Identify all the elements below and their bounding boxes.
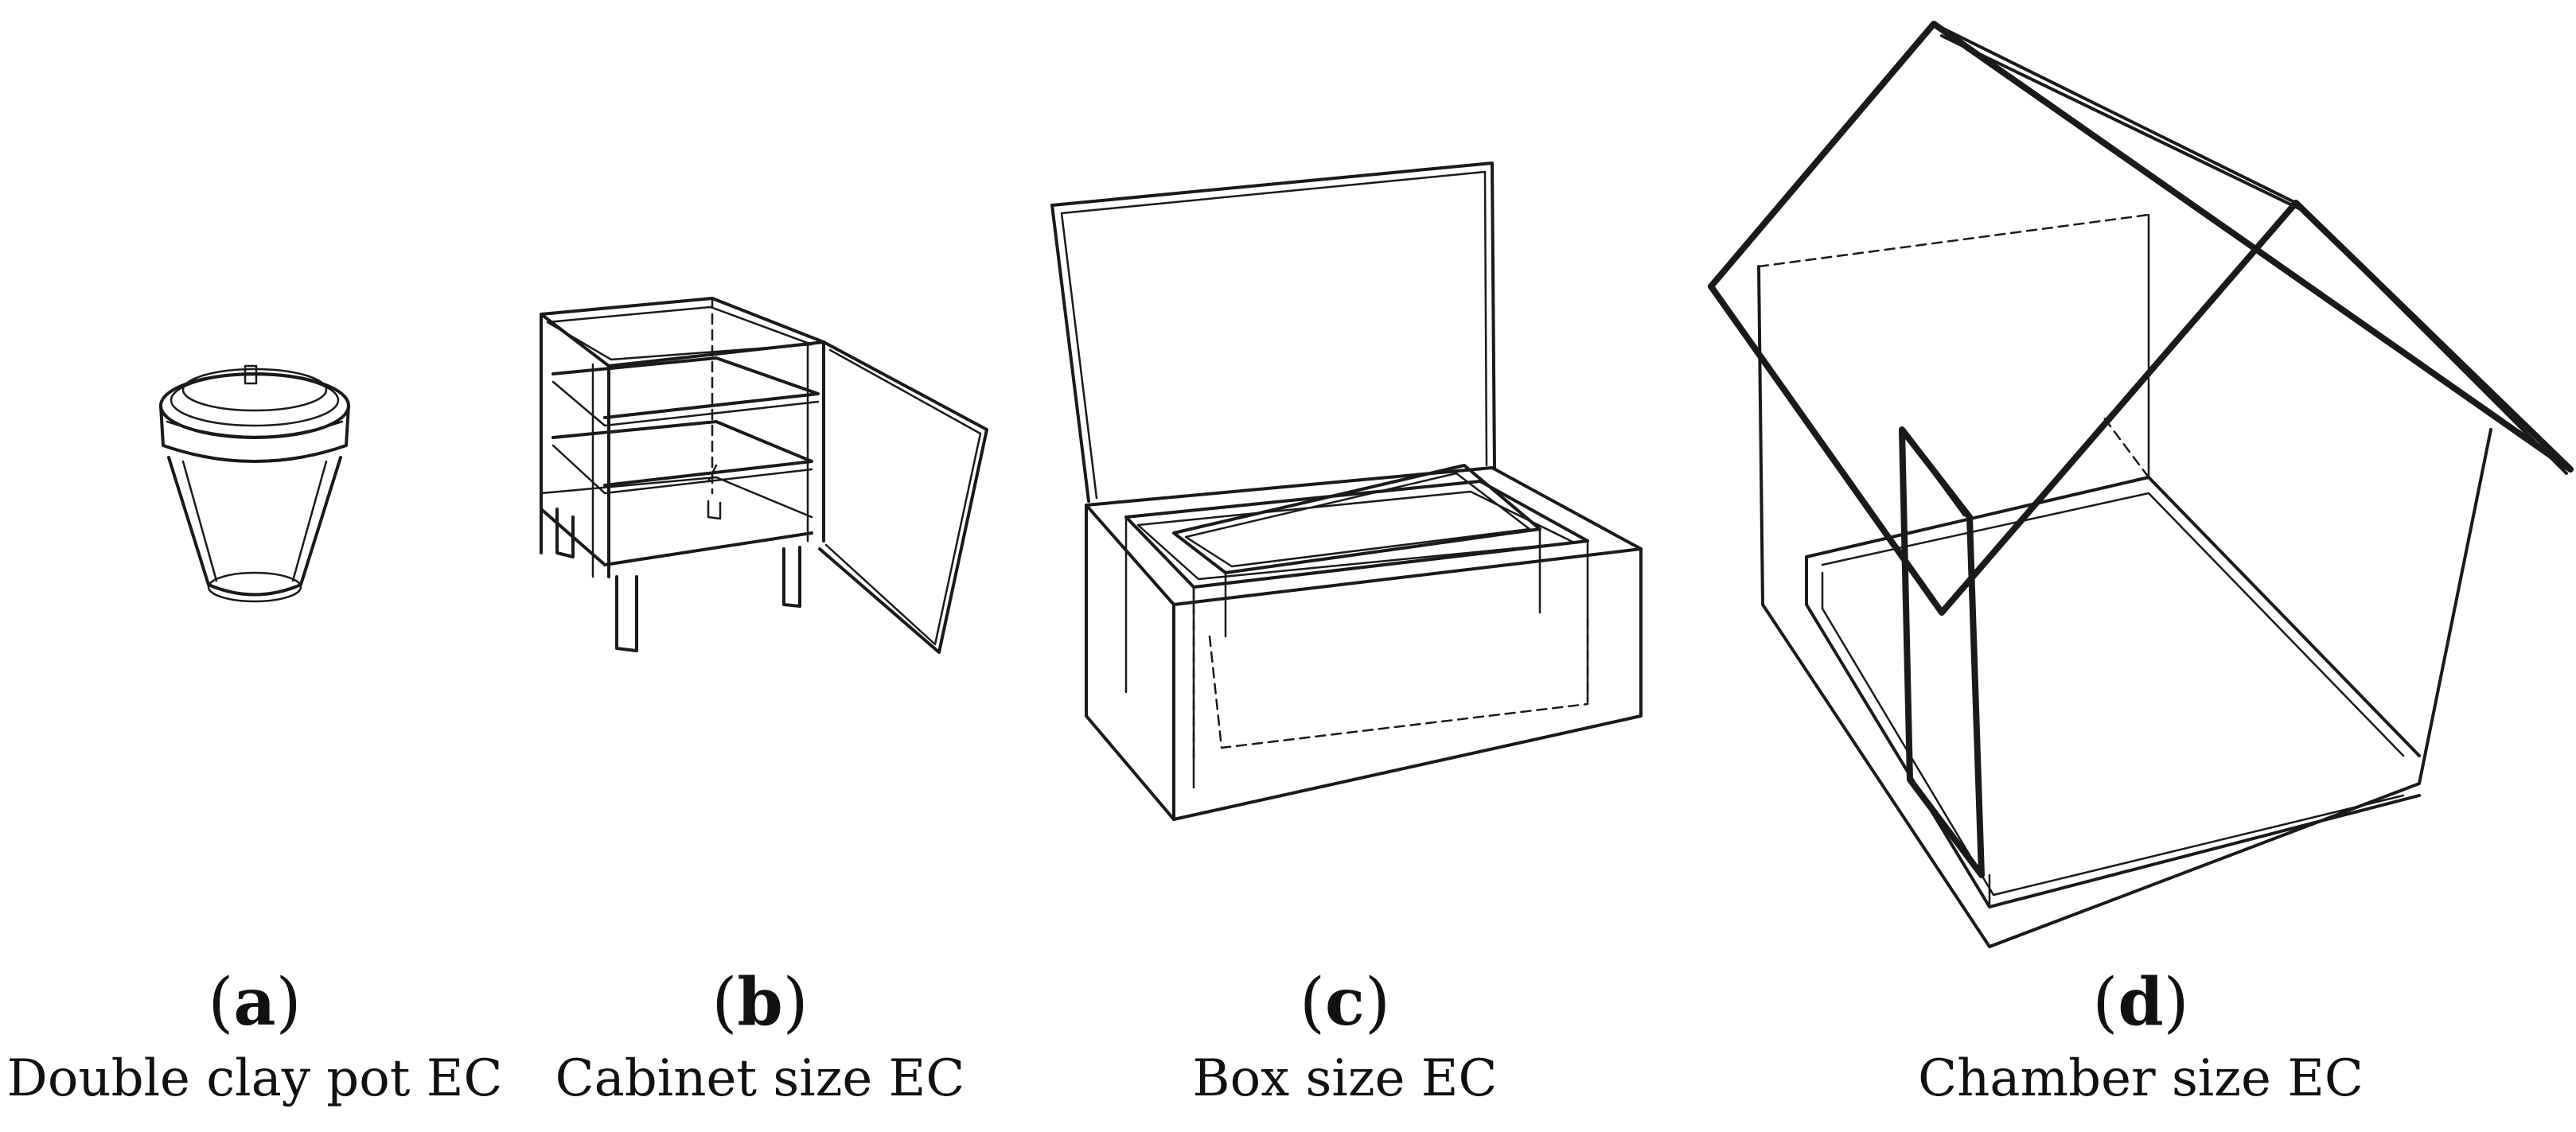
panel-letter-b: (b) bbox=[711, 964, 809, 1041]
panel-title-d: Chamber size EC bbox=[1918, 1049, 2364, 1108]
figure-drawings bbox=[159, 21, 2574, 948]
panel-caption-a: (a) Double clay pot EC bbox=[0, 967, 573, 1111]
chamber-drawing bbox=[1708, 21, 2574, 948]
panel-caption-b: (b) Cabinet size EC bbox=[442, 967, 1078, 1111]
box-drawing bbox=[1050, 161, 1643, 821]
panel-caption-c: (c) Box size EC bbox=[1027, 967, 1663, 1111]
panel-title-c: Box size EC bbox=[1192, 1049, 1498, 1108]
double-clay-pot-drawing bbox=[159, 364, 350, 603]
cabinet-drawing bbox=[540, 297, 988, 654]
panel-title-a: Double clay pot EC bbox=[6, 1049, 503, 1108]
panel-letter-d: (d) bbox=[2092, 964, 2189, 1041]
panel-title-b: Cabinet size EC bbox=[555, 1049, 965, 1108]
panel-letter-c: (c) bbox=[1300, 964, 1390, 1041]
panel-letter-a: (a) bbox=[208, 964, 302, 1041]
panel-caption-d: (d) Chamber size EC bbox=[1822, 967, 2459, 1111]
